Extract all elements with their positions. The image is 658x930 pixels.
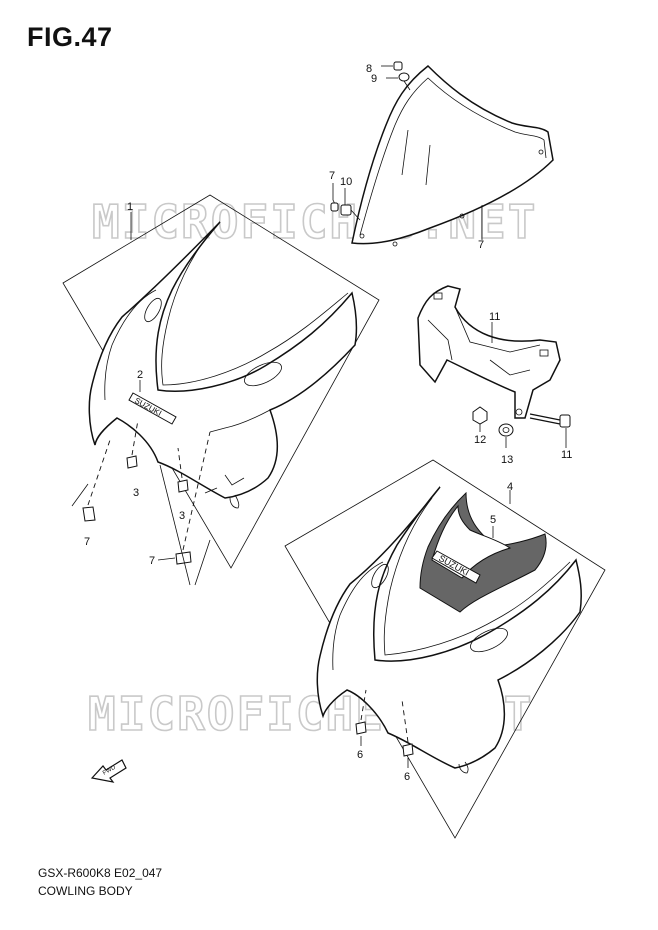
nut-14-part[interactable] <box>472 406 488 432</box>
cowling-brace-part[interactable] <box>417 285 561 419</box>
tape-6-right-part[interactable] <box>401 699 414 757</box>
callout-6-right: 6 <box>404 771 410 783</box>
washer-11-part[interactable] <box>386 72 411 91</box>
bolt-13-part[interactable] <box>529 413 571 448</box>
suzuki-decal-5-part[interactable]: SUZUKI <box>419 491 547 613</box>
diagram-code: GSX-R600K8 E02_047 <box>38 866 163 880</box>
windscreen-part[interactable] <box>351 64 554 247</box>
nut-11-part[interactable] <box>340 188 361 221</box>
cowling-with-decal-part[interactable] <box>316 486 582 774</box>
grommet-15-part[interactable] <box>498 423 514 448</box>
callout-2: 2 <box>137 369 143 381</box>
callout-7-left: 7 <box>84 536 90 548</box>
figure-title: FIG.47 <box>27 22 113 52</box>
cowling-4-frame <box>284 459 606 839</box>
callout-10: 8 <box>366 63 372 75</box>
cowling-1-frame <box>62 194 380 569</box>
callout-1: 1 <box>127 201 133 213</box>
callout-11-mid: 10 <box>340 176 352 188</box>
callout-11-top: 9 <box>371 73 377 85</box>
fwd-arrow-icon: FWD <box>90 759 127 783</box>
callout-14: 12 <box>474 434 486 446</box>
assembly-leader-lines <box>71 464 211 586</box>
callout-3-left: 3 <box>133 487 139 499</box>
diagram-name: COWLING BODY <box>38 884 133 898</box>
callout-15: 13 <box>501 454 513 466</box>
callout-4: 4 <box>507 481 513 493</box>
upper-cowling-part[interactable]: SUZUKI <box>88 221 358 509</box>
tape-3-right-part[interactable] <box>177 447 189 493</box>
tape-6-left-part[interactable] <box>355 689 367 735</box>
tape-7-left-part[interactable] <box>82 439 111 522</box>
tape-3-left-part[interactable] <box>126 419 139 469</box>
callout-3-right: 3 <box>179 510 185 522</box>
callout-7-right: 7 <box>149 555 155 567</box>
callout-13: 11 <box>561 449 572 461</box>
screw-10-part[interactable] <box>381 61 403 71</box>
leader-7-right <box>157 557 176 561</box>
screw-9-part[interactable] <box>330 183 339 212</box>
callout-12: 11 <box>489 311 500 323</box>
callout-6-left: 6 <box>357 749 363 761</box>
callout-8: 7 <box>478 239 484 251</box>
callout-9: 7 <box>329 170 335 182</box>
callout-5: 5 <box>490 514 496 526</box>
leader-6 <box>360 736 409 768</box>
